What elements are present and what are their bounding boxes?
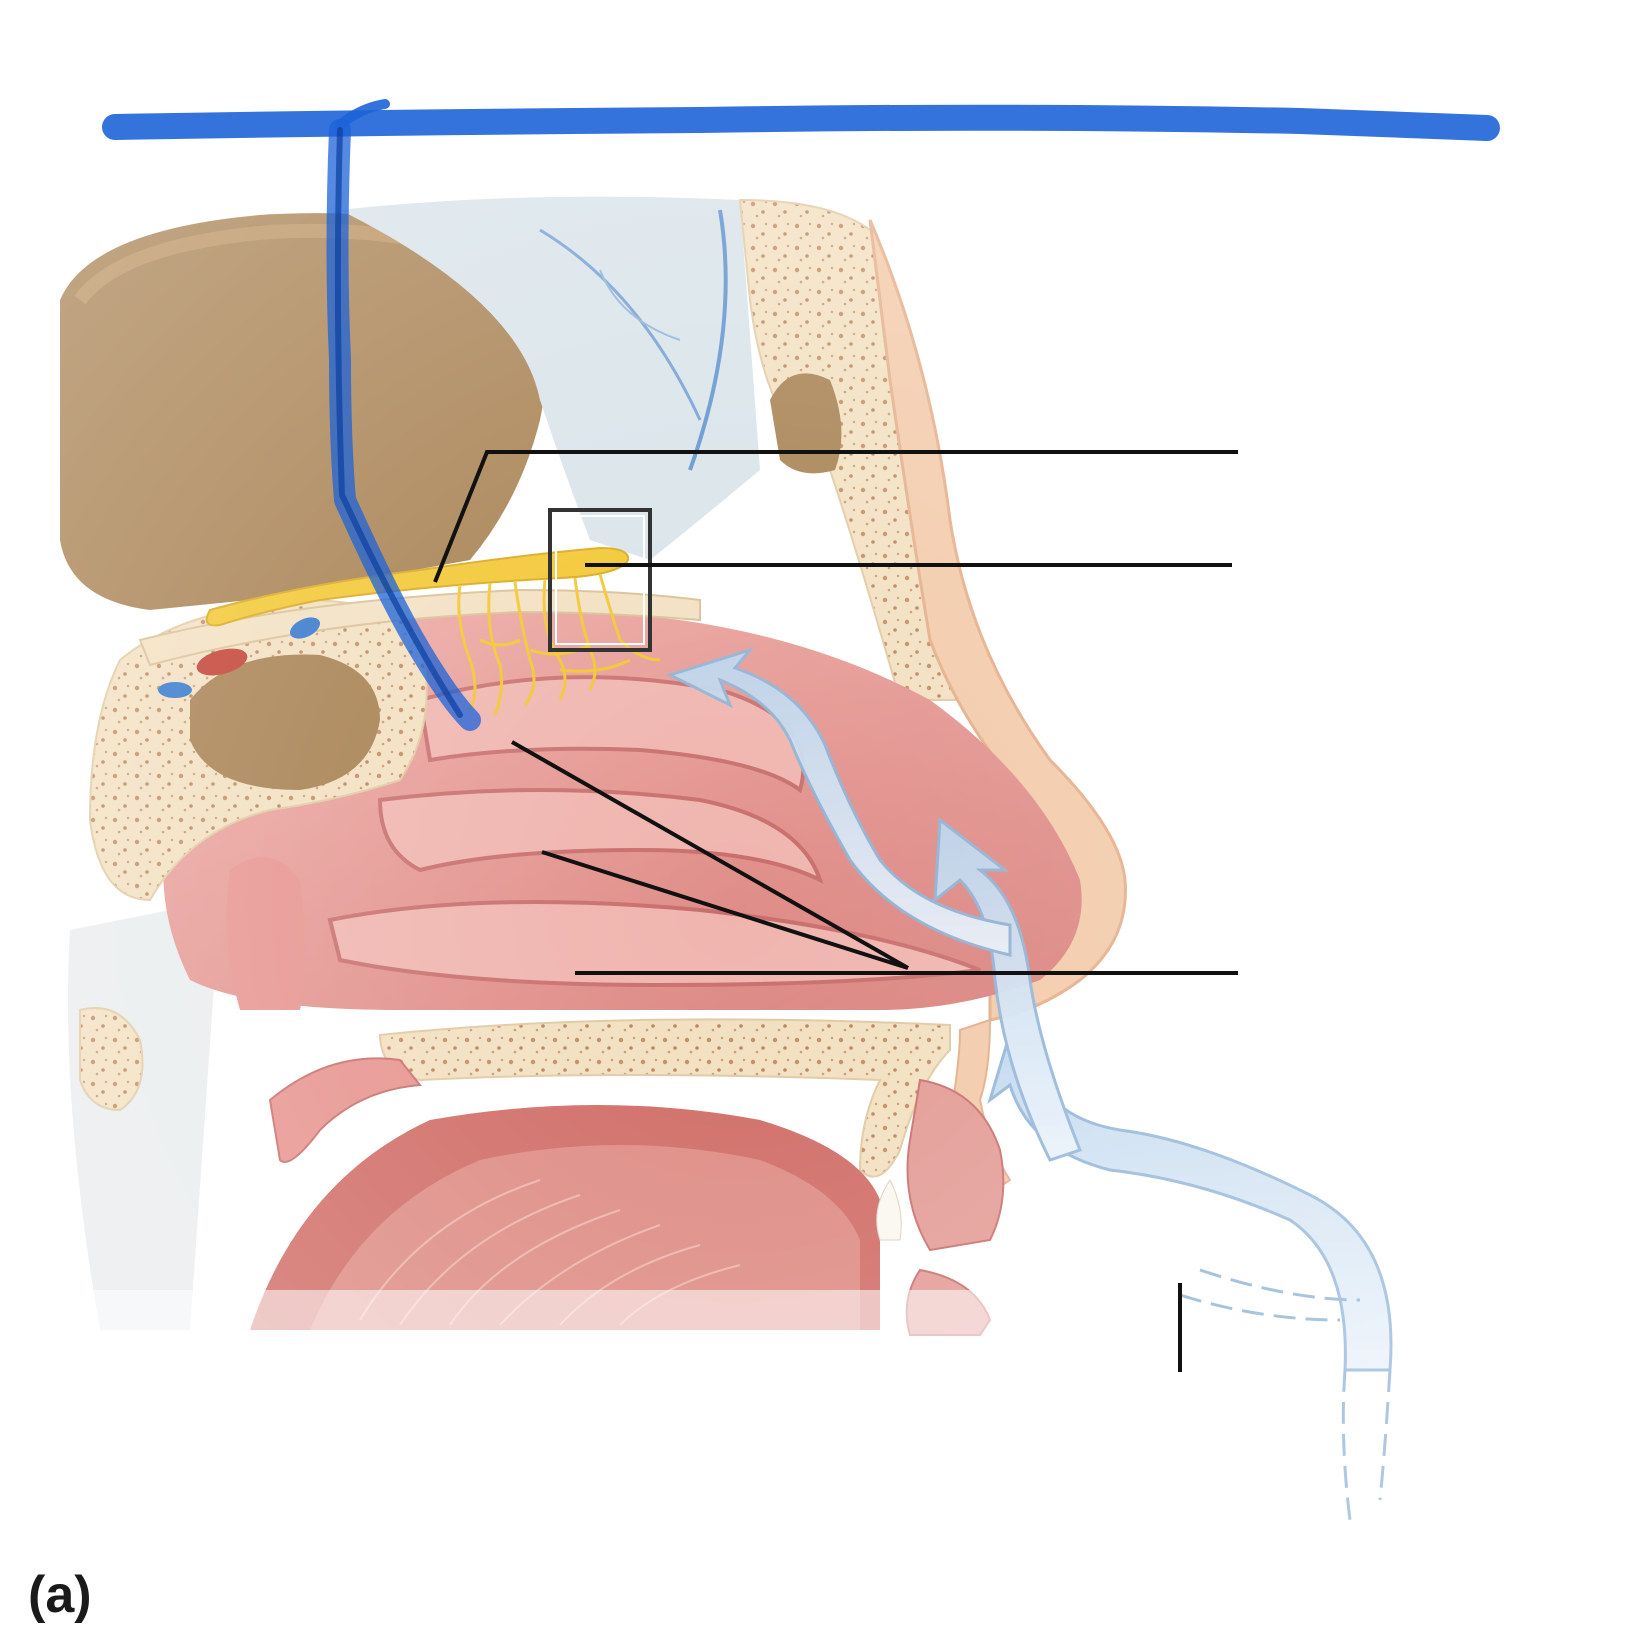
olfactory-region-box bbox=[548, 508, 652, 652]
blue-annotation-marker bbox=[102, 99, 1500, 731]
leader-line-superior-concha bbox=[511, 740, 909, 970]
leader-line-olfactory-bulb bbox=[433, 450, 1238, 583]
label-leader-lines bbox=[433, 450, 1238, 1372]
leader-line-middle-concha bbox=[541, 850, 909, 970]
blue-annotation-horizontal bbox=[102, 104, 1500, 141]
panel-label: (a) bbox=[28, 1566, 92, 1624]
